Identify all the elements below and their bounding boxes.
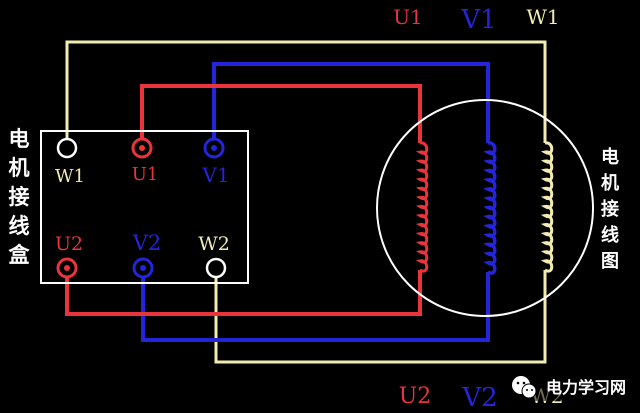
- terminal-v1-center: [211, 145, 217, 151]
- motor-title-char-1: 电: [601, 146, 619, 168]
- top-label-u1: U1: [393, 5, 423, 29]
- terminal-label-u1: U1: [132, 164, 159, 185]
- terminal-v1-dot: [139, 145, 145, 151]
- coil-w: [540, 141, 554, 273]
- coil-v: [483, 141, 497, 275]
- terminal-label-v2: V2: [132, 231, 162, 255]
- watermark-bg: [504, 371, 634, 401]
- bottom-label-u2: U2: [399, 384, 432, 409]
- terminal-u2-center: [64, 265, 70, 271]
- watermark-text: 电力学习网: [546, 378, 626, 397]
- terminal-w1: [56, 137, 78, 159]
- top-label-w1: W1: [526, 5, 559, 29]
- terminal-v2-center: [140, 265, 146, 271]
- u-phase-wire: [140, 84, 422, 148]
- box-title-char-1: 电: [9, 127, 30, 151]
- v-phase-wire: [212, 62, 490, 148]
- coil-u: [415, 141, 429, 273]
- terminal-label-v1: V1: [201, 163, 229, 187]
- wechat-icon: [512, 376, 537, 399]
- motor-title-char-5: 图: [601, 251, 619, 272]
- bottom-label-v2: V2: [461, 383, 497, 413]
- u2-return-wire: [65, 268, 422, 316]
- terminal-w2: [205, 257, 227, 279]
- box-title-char-5: 盒: [9, 243, 31, 267]
- terminal-box: [40, 130, 249, 284]
- terminal-box-title: 电 机 接 线 盒: [9, 127, 31, 267]
- terminal-label-w1: W1: [55, 166, 85, 187]
- motor-outline: [376, 99, 594, 317]
- w-phase-wire: [65, 40, 547, 148]
- watermark-badge: 电力学习网: [504, 371, 634, 401]
- terminal-label-w2: W2: [198, 233, 230, 255]
- v2-return-wire: [141, 268, 490, 342]
- box-title-char-4: 线: [9, 214, 30, 238]
- box-title-char-3: 接: [9, 185, 30, 209]
- motor-title-char-3: 接: [601, 198, 619, 220]
- motor-title-char-2: 机: [601, 173, 619, 194]
- motor-title: 电 机 接 线 图: [601, 146, 619, 272]
- box-title-char-2: 机: [9, 156, 30, 180]
- terminal-label-u2: U2: [55, 233, 83, 255]
- top-label-v1: V1: [460, 5, 496, 35]
- motor-title-char-4: 线: [601, 224, 619, 246]
